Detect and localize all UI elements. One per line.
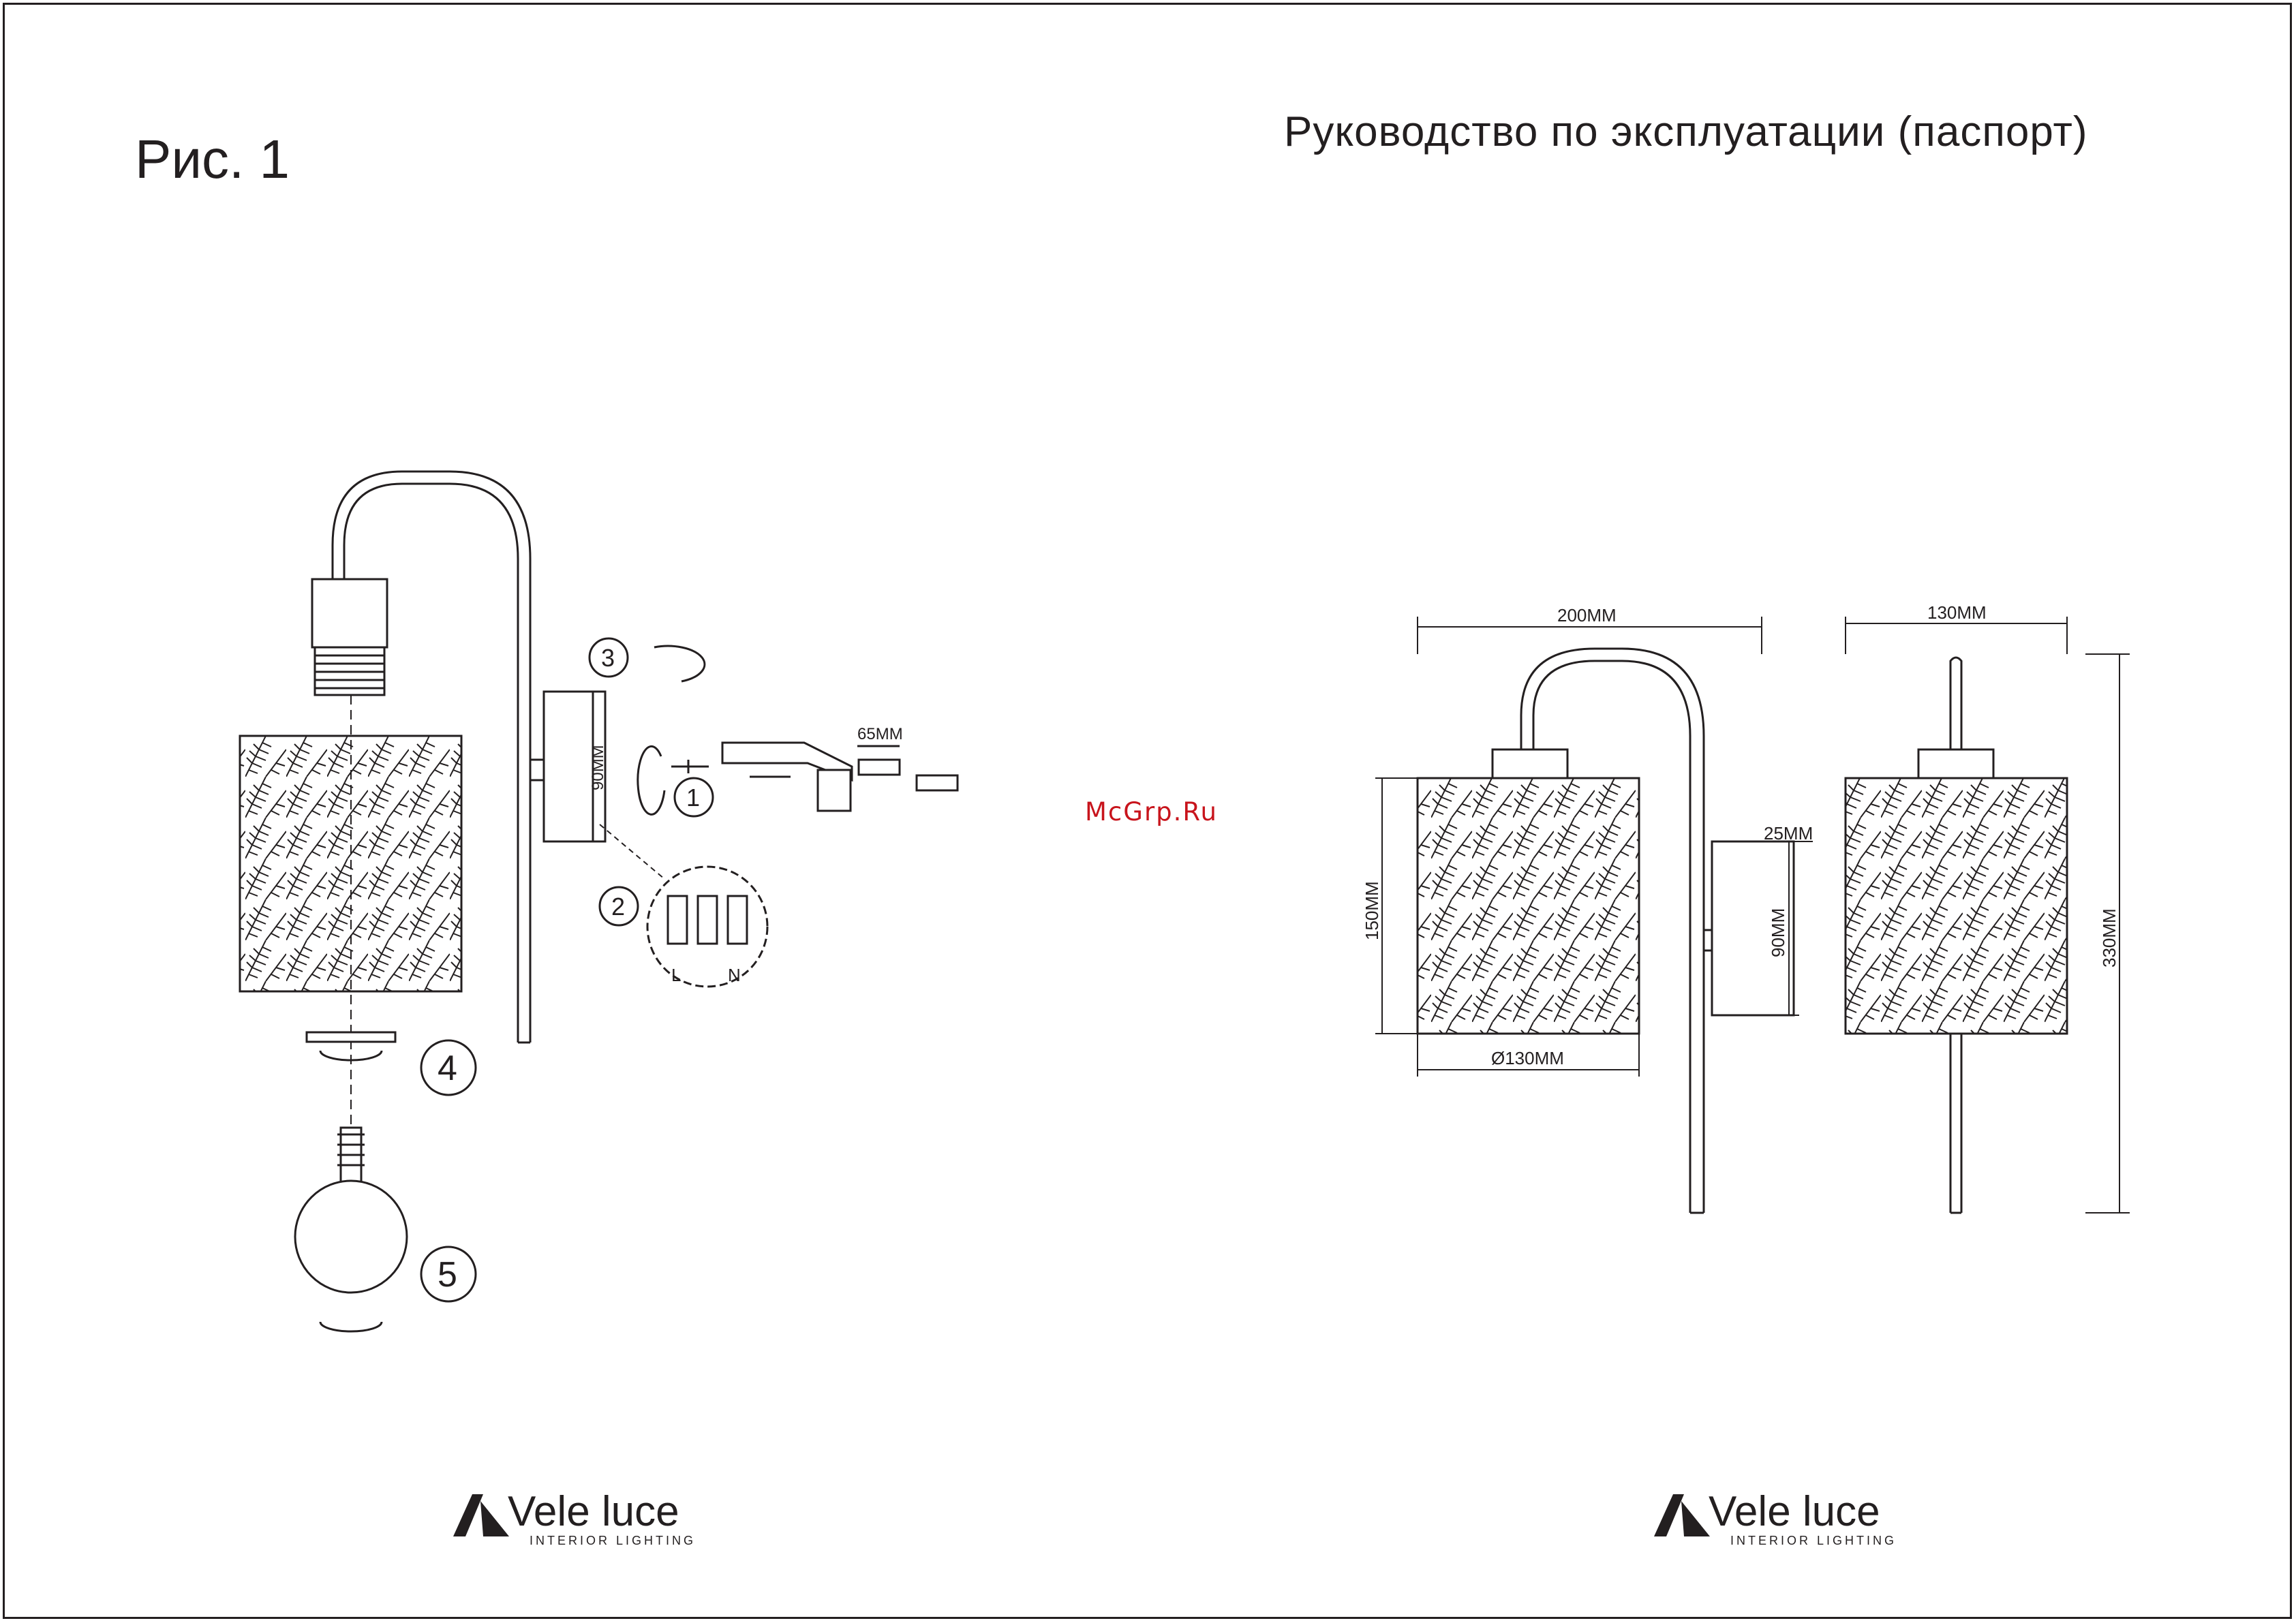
total-height-label: 330MM <box>2099 908 2119 968</box>
brand-mark-icon <box>453 1494 509 1536</box>
brand-tagline: INTERIOR LIGHTING <box>530 1534 696 1548</box>
brand-mark-icon <box>1654 1494 1710 1536</box>
shade-height-label: 150MM <box>1362 881 1382 940</box>
brand-logo-right: Vele luce INTERIOR LIGHTING <box>1654 1489 1913 1550</box>
side-arm <box>1950 658 1961 749</box>
brand-logo-left: Vele luce INTERIOR LIGHTING <box>453 1489 712 1550</box>
front-width-label: 200MM <box>1557 605 1617 625</box>
brand-tagline: INTERIOR LIGHTING <box>1730 1534 1897 1548</box>
shade-diameter-label: Ø130MM <box>1491 1048 1564 1068</box>
plate-depth-label: 25MM <box>1764 823 1813 844</box>
brand-name: Vele luce <box>1709 1487 1880 1536</box>
brand-name: Vele luce <box>508 1487 679 1536</box>
side-shade <box>1846 778 2067 1034</box>
side-width-label: 130MM <box>1927 602 1987 623</box>
plate-height-label: 90MM <box>1768 908 1788 957</box>
front-shade <box>1418 778 1639 1034</box>
